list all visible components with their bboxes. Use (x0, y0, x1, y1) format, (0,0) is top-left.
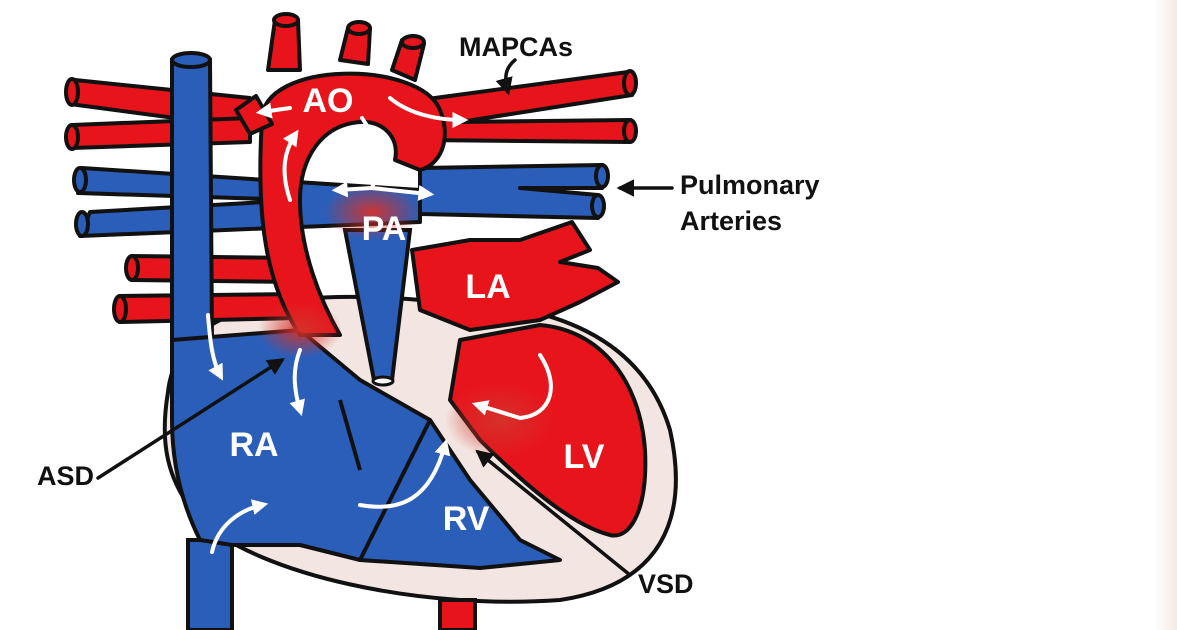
vsd-pointer (475, 449, 632, 577)
label-ra: RA (229, 426, 278, 464)
descending-aorta (438, 598, 477, 630)
vsd-mixing (445, 382, 555, 458)
inferior-vena-cava (186, 538, 234, 630)
asd-pointer (96, 358, 285, 480)
label-lv: LV (564, 438, 605, 476)
septum (358, 419, 432, 561)
page-edge (1153, 0, 1177, 630)
label-ao: AO (303, 82, 354, 120)
callout-pointers (96, 58, 674, 577)
label-rv: RV (443, 500, 490, 538)
callout-mapcas: MAPCAs (459, 32, 573, 62)
callout-vsd: VSD (638, 569, 694, 599)
mapcas-pointer (495, 58, 517, 96)
left-atrium (410, 220, 620, 332)
tricuspid-line (338, 399, 362, 471)
pa-mixing (324, 184, 420, 240)
asd-mixing (258, 302, 342, 358)
right-heart (170, 328, 562, 570)
flow-arrows (206, 96, 553, 554)
aortic-branches (234, 12, 426, 136)
svc-opening (170, 51, 212, 69)
callout-asd: ASD (37, 461, 94, 491)
label-pa: PA (362, 210, 407, 248)
callout-pulmonary-line2: Arteries (680, 206, 782, 236)
label-la: LA (465, 268, 510, 306)
callout-pulmonary-line1: Pulmonary (680, 170, 820, 200)
superior-vena-cava (170, 58, 215, 353)
